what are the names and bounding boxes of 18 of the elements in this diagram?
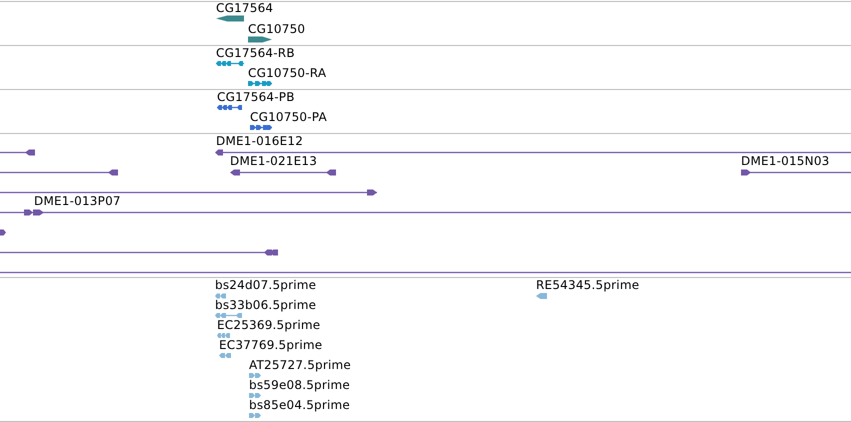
feature-label: CG17564 (216, 2, 274, 15)
feature-label: CG10750-PA (250, 111, 327, 124)
feature-label: CG10750-RA (248, 67, 326, 80)
feature-label: bs24d07.5prime (215, 279, 316, 292)
feature-label: AT25727.5prime (249, 359, 351, 372)
feature-label: DME1-016E12 (216, 135, 304, 148)
feature-label: EC25369.5prime (217, 319, 320, 332)
feature-label: DME1-015N03 (741, 155, 830, 168)
feature-label: bs85e04.5prime (249, 399, 350, 412)
feature-label: DME1-013P07 (34, 195, 121, 208)
feature-label: CG17564-PB (217, 91, 295, 104)
feature-label: bs59e08.5prime (249, 379, 350, 392)
feature-label: bs33b06.5prime (215, 299, 316, 312)
feature-label: EC37769.5prime (219, 339, 322, 352)
feature-label: CG17564-RB (216, 47, 295, 60)
feature-label: CG10750 (248, 23, 306, 36)
feature-label: RE54345.5prime (536, 279, 640, 292)
feature-label: DME1-021E13 (230, 155, 318, 168)
